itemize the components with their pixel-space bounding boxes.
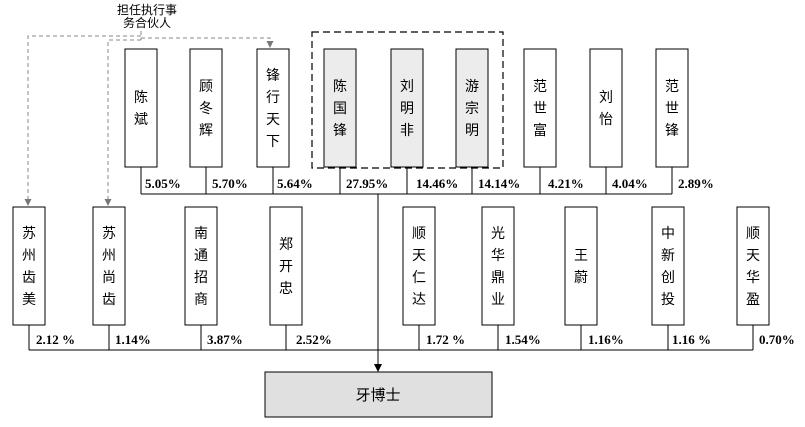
shareholder-box (455, 48, 489, 168)
shareholder-name: 顺天仁达 (412, 226, 426, 308)
shareholder-name: 范世富 (533, 78, 547, 139)
ownership-percentage: 2.52% (296, 332, 332, 347)
ownership-percentage: 3.87% (207, 332, 243, 347)
shareholder-name: 锋行天下 (266, 68, 280, 150)
shareholder-name: 陈斌 (134, 89, 148, 128)
ownership-percentage: 2.12 % (36, 332, 75, 347)
shareholder-box-lower (92, 206, 126, 326)
shareholder-box-lower (736, 206, 770, 326)
ownership-percentage: 5.70% (212, 176, 248, 191)
ownership-percentage: 1.54% (505, 332, 541, 347)
shareholder-name: 陈国锋 (333, 78, 347, 139)
ownership-percentage: 5.05% (145, 176, 181, 191)
shareholder-box (523, 48, 557, 168)
ownership-percentage: 2.89% (678, 176, 714, 191)
ownership-percentage: 1.16% (588, 332, 624, 347)
target-company-box (264, 371, 493, 418)
shareholder-name: 顺天华盈 (746, 226, 760, 308)
shareholder-name: 苏州齿美 (22, 226, 36, 308)
ownership-percentage: 4.04% (612, 176, 648, 191)
executive-partner-leaders (24, 31, 274, 206)
ownership-percentage: 1.72 % (426, 332, 465, 347)
shareholder-name: 中新创投 (661, 226, 675, 308)
shareholder-name: 王蔚 (574, 248, 588, 286)
shareholder-box-lower (651, 206, 685, 326)
ownership-percentage: 27.95% (346, 176, 388, 191)
shareholder-name: 刘怡 (599, 90, 613, 128)
ownership-percentage: 14.14% (478, 176, 520, 191)
shareholder-box-lower (269, 206, 303, 326)
shareholder-box (589, 48, 623, 168)
ownership-percentage: 1.14% (115, 332, 151, 347)
shareholder-name: 郑开忠 (279, 237, 293, 297)
annotation-line2: 务合伙人 (123, 15, 171, 30)
shareholder-name: 范世锋 (665, 78, 679, 139)
shareholder-box-lower (564, 206, 598, 326)
shareholder-name: 刘明非 (400, 79, 414, 139)
ownership-percentage: 5.64% (277, 176, 313, 191)
shareholder-box (390, 48, 424, 168)
ownership-percentage: 4.21% (548, 176, 584, 191)
shareholder-box (189, 48, 223, 168)
annotation-line1: 担任执行事 (117, 3, 177, 17)
target-company-name: 牙博士 (355, 386, 400, 404)
ownership-percentage: 14.46% (416, 176, 458, 191)
ownership-percentage: 1.16 % (672, 332, 711, 347)
ownership-percentage: 0.70% (759, 332, 795, 347)
shareholder-box-lower (402, 206, 436, 326)
shareholder-name: 光华鼎业 (491, 226, 505, 308)
shareholder-box (655, 48, 689, 168)
shareholder-box (124, 48, 158, 168)
shareholder-name: 南通招商 (194, 226, 208, 308)
shareholder-name: 游宗明 (465, 79, 479, 139)
shareholder-box (323, 48, 357, 168)
shareholder-box (256, 48, 290, 168)
shareholder-name: 苏州尚齿 (102, 226, 116, 308)
shareholder-name: 顾冬辉 (199, 79, 213, 139)
shareholder-box-lower (184, 206, 218, 326)
